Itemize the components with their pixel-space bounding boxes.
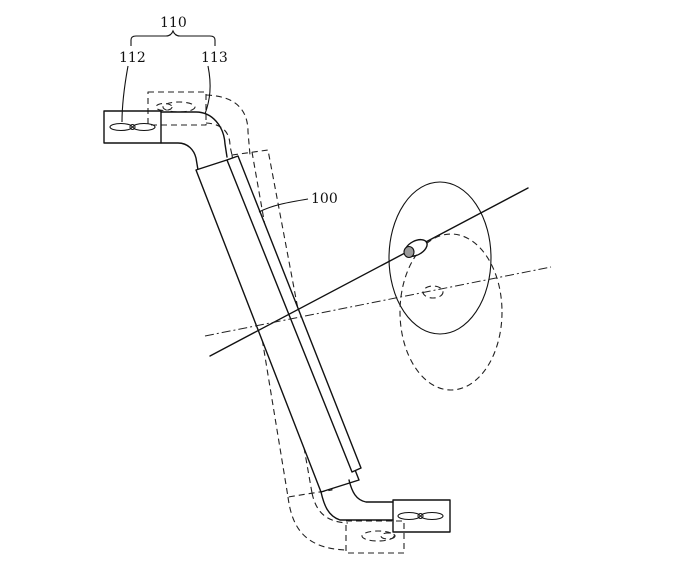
- leader-113: [204, 65, 211, 115]
- top-dashed-fan-hub: [155, 102, 173, 112]
- bottom-fan-blade-left: [397, 511, 421, 521]
- group-brace: [130, 29, 216, 46]
- bottom-duct-outer: [320, 491, 394, 521]
- top-dashed-fan-blade: [162, 101, 196, 113]
- bottom-fan-hub: [417, 512, 424, 520]
- bottom-dashed-duct-outer: [287, 496, 346, 551]
- bottom-dashed-fan-blade: [361, 530, 395, 542]
- top-dashed-duct-inner: [205, 122, 233, 156]
- bottom-duct-inner: [348, 479, 394, 503]
- bottom-fan-blade-right: [420, 511, 444, 521]
- bottom-fan-box: [392, 499, 451, 533]
- solid-range-ellipse: [388, 181, 492, 335]
- top-fan-blade-right: [132, 122, 156, 132]
- bottom-dashed-fan-hub: [380, 532, 396, 540]
- ref-label-112: 112: [119, 50, 146, 66]
- ref-label-100: 100: [311, 191, 338, 207]
- dashdot-axis-line: [204, 266, 552, 337]
- top-dashed-fan-box: [147, 91, 207, 126]
- bottom-fan-propeller: [397, 511, 444, 521]
- ref-label-110: 110: [160, 15, 187, 31]
- bottom-dashed-fan-box: [345, 520, 405, 554]
- dashed-range-ellipse: [399, 233, 503, 391]
- device-solid: [103, 110, 451, 533]
- top-fan-hub: [129, 123, 136, 131]
- top-dashed-duct-outer: [205, 94, 251, 156]
- dashed-target-spot: [422, 285, 444, 299]
- top-duct-outer: [160, 111, 228, 158]
- leader-112: [121, 65, 129, 123]
- dashed-body-outer: [231, 149, 333, 498]
- top-duct-inner: [160, 142, 199, 171]
- leader-100: [258, 198, 309, 213]
- side-plate: [226, 155, 362, 473]
- bottom-dashed-duct-inner: [311, 492, 349, 524]
- target-capsule: [403, 238, 428, 259]
- target-capsule-tip: [403, 245, 415, 259]
- top-fan-box: [103, 110, 162, 144]
- top-fan-propeller: [109, 122, 156, 132]
- solid-axis-line: [209, 187, 529, 357]
- main-body: [195, 157, 360, 493]
- ref-label-113: 113: [201, 50, 228, 66]
- top-fan-blade-left: [109, 122, 133, 132]
